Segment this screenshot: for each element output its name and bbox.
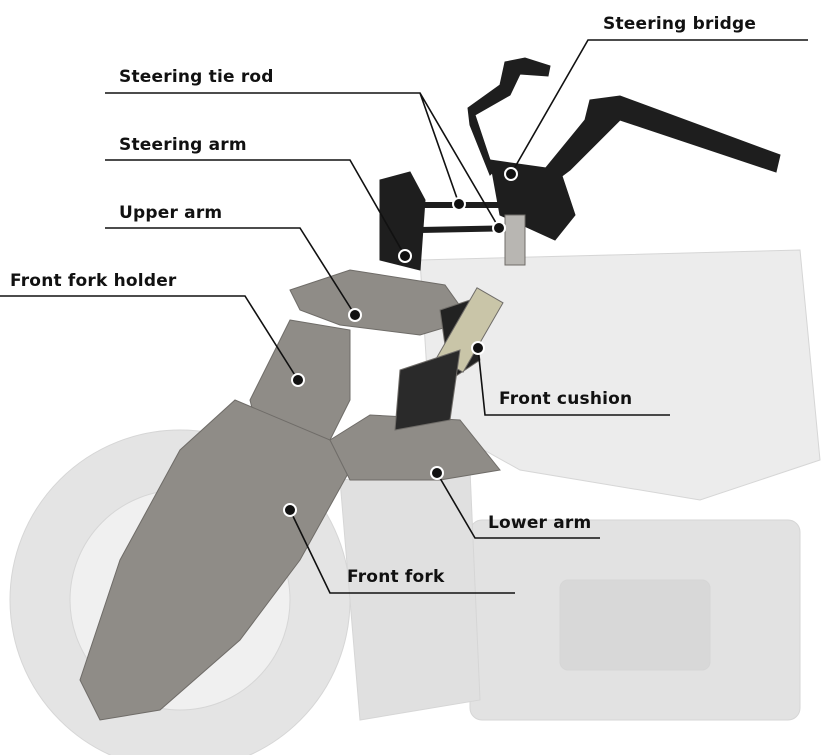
leader-lower-arm — [436, 472, 600, 539]
leader-steering-tie-rod — [105, 92, 500, 229]
leader-front-fork-holder — [0, 295, 299, 381]
leader-front-fork — [289, 509, 515, 594]
leader-steering-arm — [105, 159, 406, 257]
label-upper-arm: Upper arm — [119, 203, 223, 223]
front-fork-part — [79, 214, 526, 721]
label-front-cushion: Front cushion — [499, 389, 633, 409]
leader-front-cushion — [477, 347, 670, 416]
label-lower-arm: Lower arm — [488, 513, 592, 533]
steering-bridge-part — [379, 57, 781, 271]
label-steering-arm: Steering arm — [119, 135, 247, 155]
label-steering-bridge: Steering bridge — [603, 14, 757, 34]
leader-upper-arm — [105, 227, 356, 316]
label-steering-tie-rod: Steering tie rod — [119, 67, 274, 87]
leader-dots — [283, 167, 518, 517]
label-front-fork: Front fork — [347, 567, 445, 587]
leader-steering-bridge — [510, 39, 808, 175]
leader-lines — [0, 39, 808, 594]
label-front-fork-holder: Front fork holder — [10, 271, 177, 291]
